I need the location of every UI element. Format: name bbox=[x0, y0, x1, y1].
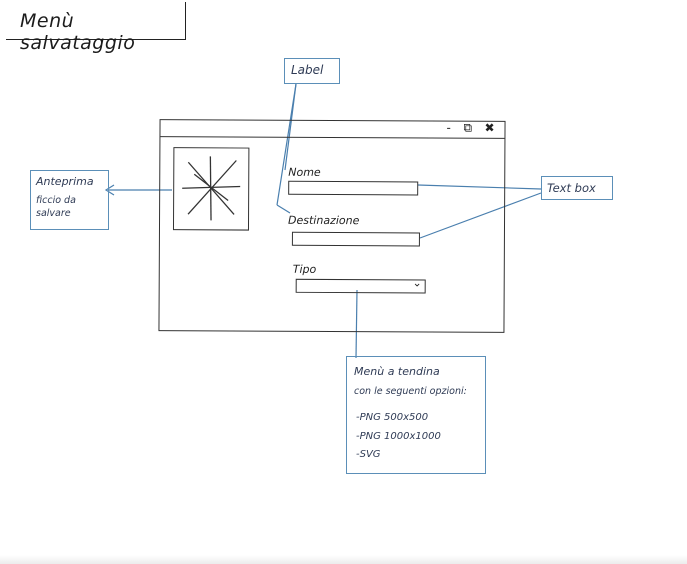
window-titlebar: - ⧉ ✖ bbox=[160, 120, 505, 139]
preview-annotation: Anteprima ficcio da salvare bbox=[30, 170, 109, 230]
image-placeholder-icon bbox=[182, 156, 241, 221]
destination-label: Destinazione bbox=[287, 213, 360, 228]
restore-icon[interactable]: ⧉ bbox=[463, 120, 473, 135]
preview-annotation-line: Anteprima bbox=[36, 175, 94, 188]
close-icon[interactable]: ✖ bbox=[484, 120, 495, 135]
preview-arrowhead bbox=[104, 184, 115, 196]
dropdown-annotation-line: con le seguenti opzioni: bbox=[354, 386, 467, 397]
type-label: Tipo bbox=[292, 262, 317, 276]
preview-annotation-line: salvare bbox=[36, 208, 71, 219]
name-label: Nome bbox=[288, 165, 321, 179]
title-box: Menù salvataggio bbox=[6, 2, 186, 54]
dropdown-annotation: Menù a tendina con le seguenti opzioni: … bbox=[346, 356, 486, 474]
dropdown-option: -SVG bbox=[356, 449, 381, 460]
minimize-icon[interactable]: - bbox=[446, 120, 451, 135]
name-field[interactable] bbox=[288, 180, 419, 196]
textbox-connector-nome bbox=[417, 184, 542, 190]
label-connector-destinazione bbox=[276, 83, 297, 206]
file-preview bbox=[172, 147, 250, 231]
page-title: Menù salvataggio bbox=[20, 10, 136, 54]
paper-edge bbox=[0, 555, 687, 564]
dropdown-option: -PNG 1000x1000 bbox=[356, 431, 441, 442]
chevron-down-icon: ⌄ bbox=[412, 276, 422, 290]
destination-field[interactable] bbox=[291, 231, 420, 247]
label-annotation-text: Label bbox=[291, 63, 324, 77]
dropdown-connector bbox=[355, 289, 358, 359]
textbox-annotation: Text box bbox=[541, 176, 613, 200]
label-connector-hook bbox=[276, 204, 291, 214]
textbox-annotation-text: Text box bbox=[547, 181, 596, 195]
dropdown-annotation-line: Menù a tendina bbox=[354, 365, 440, 378]
dropdown-option: -PNG 500x500 bbox=[356, 412, 429, 423]
save-dialog-mockup: - ⧉ ✖ Nome Destinazione Tipo ⌄ bbox=[158, 119, 506, 333]
preview-annotation-line: ficcio da bbox=[36, 195, 76, 206]
label-annotation: Label bbox=[284, 58, 340, 84]
type-dropdown[interactable]: ⌄ bbox=[295, 276, 426, 294]
textbox-connector-destinazione bbox=[419, 192, 542, 239]
